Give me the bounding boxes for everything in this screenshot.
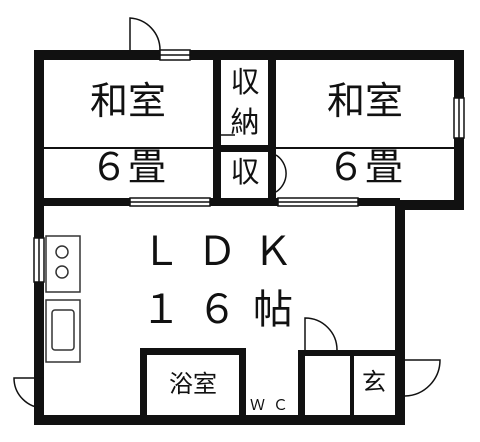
ldk-size: １６帖 [141,287,309,333]
shuno-line2: 納 [230,105,260,139]
bath-label: 浴室 [169,370,217,398]
washitsu-left-size: ６畳 [89,145,166,189]
washitsu-right-name: 和室 [326,79,403,123]
windows [33,49,465,283]
washitsu-right-size: ６畳 [326,145,403,189]
kitchen-stove [45,235,81,293]
washitsu-left-name: 和室 [89,79,166,123]
wc-label: ＷＣ [249,396,296,414]
entrance-label: 玄 [362,368,386,396]
kitchen-sink [45,299,81,363]
doors [13,17,441,409]
shu-small-label: 収 [230,155,260,189]
ldk-name: ＬＤＫ [141,229,309,275]
interior-walls [44,60,405,425]
shuno-line1: 収 [230,65,260,99]
